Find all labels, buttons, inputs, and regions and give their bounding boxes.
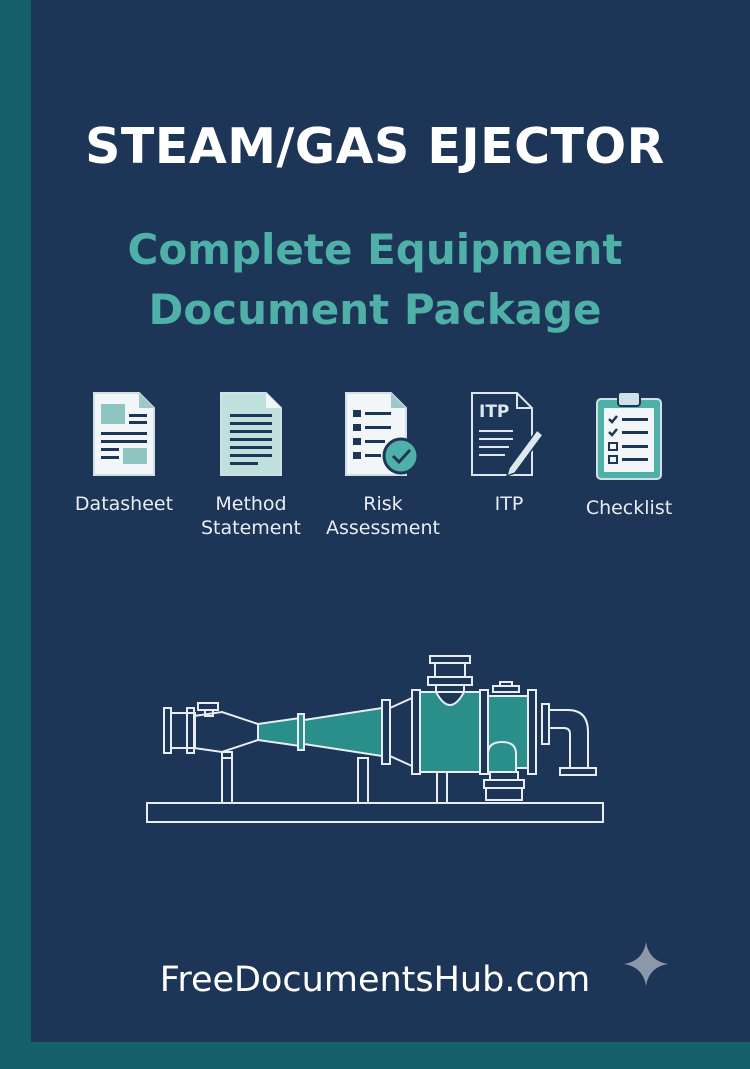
- document-item-checklist: Checklist: [559, 390, 699, 520]
- document-lines-icon: [220, 392, 282, 476]
- document-item-method-statement: Method Statement: [181, 390, 321, 540]
- sparkle-icon: [624, 942, 668, 986]
- page-subtitle: Complete Equipment Document Package: [0, 220, 750, 340]
- subtitle-line-1: Complete Equipment: [127, 225, 623, 274]
- document-label-checklist: Checklist: [585, 497, 673, 519]
- document-label-datasheet: Datasheet: [74, 493, 174, 515]
- document-label-itp: ITP: [494, 493, 524, 515]
- itp-document-pen-icon: ITP: [471, 392, 545, 478]
- itp-icon-text: ITP: [479, 402, 509, 422]
- document-label-risk-assessment: Risk Assessment: [326, 493, 440, 539]
- checklist-document-check-icon: [345, 392, 420, 476]
- document-item-datasheet: Datasheet: [54, 390, 194, 516]
- document-item-risk-assessment: Risk Assessment: [313, 390, 453, 540]
- document-list: Datasheet Method Statement: [60, 390, 700, 550]
- page-title: STEAM/GAS EJECTOR: [85, 118, 665, 175]
- document-label-method-statement: Method Statement: [201, 493, 301, 539]
- document-item-itp: ITP ITP: [439, 390, 579, 516]
- clipboard-checklist-icon: [596, 391, 662, 480]
- steam-ejector-illustration: [146, 655, 604, 823]
- datasheet-icon: [93, 392, 155, 476]
- footer-website: FreeDocumentsHub.com: [159, 960, 591, 1000]
- subtitle-line-2: Document Package: [148, 285, 602, 334]
- cover-panel: [31, 0, 750, 1042]
